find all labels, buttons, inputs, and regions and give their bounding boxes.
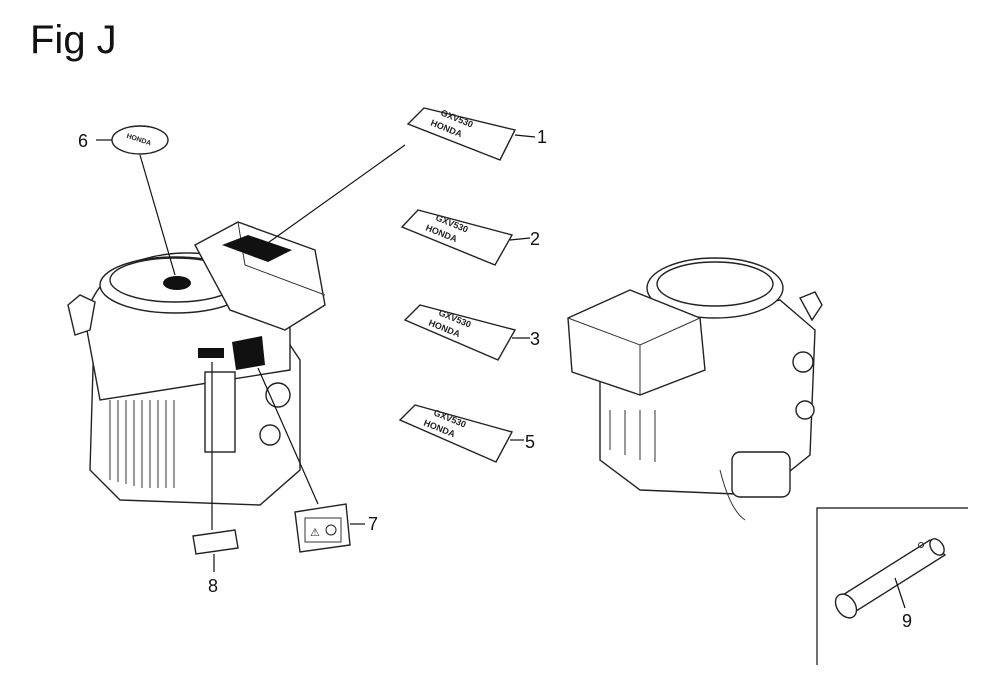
decal-1: HONDA GXV530 xyxy=(406,107,517,161)
decal-9: HONDA GXV530 xyxy=(398,404,514,463)
decal-2: HONDA GXV530 xyxy=(400,209,514,266)
callout-6: 8 xyxy=(208,576,218,596)
engine-left-illustration xyxy=(67,221,326,506)
label-3: ⚠ xyxy=(294,503,351,553)
callout-1: 1 xyxy=(537,127,547,147)
decal-8: HONDA GXV530 xyxy=(403,304,517,361)
callout-2: 2 xyxy=(530,229,540,249)
callout-5: 6 xyxy=(78,131,88,151)
callout-7: 9 xyxy=(902,611,912,631)
figure-title: Fig J xyxy=(30,18,117,62)
tool-box-7 xyxy=(816,507,968,665)
callout-3: 7 xyxy=(368,514,378,534)
emblem-5: HONDA xyxy=(111,125,169,155)
engine-right-illustration xyxy=(567,257,823,521)
svg-text:⚠: ⚠ xyxy=(310,526,320,539)
callout-8: 3 xyxy=(530,329,540,349)
label-6 xyxy=(192,529,239,555)
callout-9: 5 xyxy=(525,432,535,452)
